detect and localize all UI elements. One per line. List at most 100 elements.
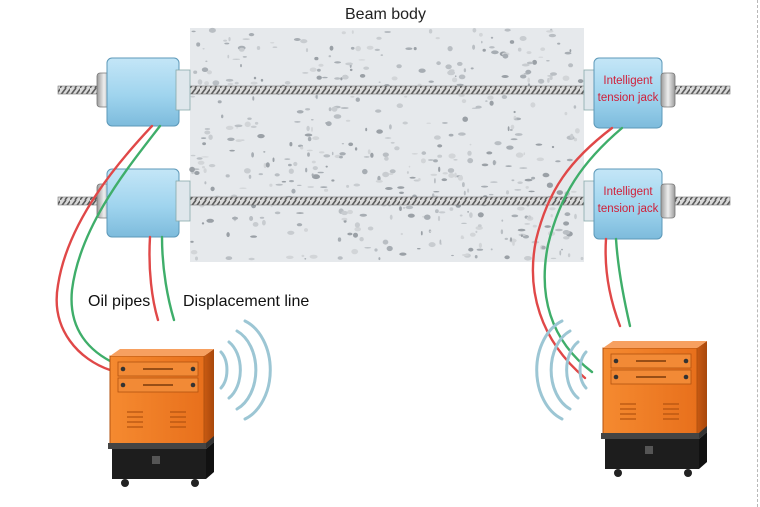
concrete-speckle [454,172,457,178]
concrete-speckle [447,70,455,76]
concrete-speckle [311,173,314,177]
concrete-speckle [365,127,368,132]
concrete-speckle [501,75,509,78]
concrete-speckle [311,126,313,132]
concrete-speckle [339,152,346,156]
concrete-speckle [402,206,406,209]
concrete-speckle [520,74,527,79]
concrete-speckle [510,138,518,141]
concrete-speckle [314,56,319,61]
concrete-speckle [463,190,466,196]
concrete-speckle [234,81,239,85]
concrete-speckle [190,250,198,255]
concrete-speckle [258,173,263,176]
concrete-speckle [304,258,307,260]
concrete-speckle [418,178,421,181]
concrete-speckle [204,128,211,130]
concrete-speckle [217,100,222,104]
concrete-speckle [573,137,578,142]
concrete-speckle [347,209,353,215]
concrete-speckle [504,237,508,240]
concrete-speckle [574,213,577,220]
concrete-speckle [511,179,515,182]
concrete-speckle [531,176,536,180]
concrete-speckle [252,96,255,101]
jack-label-bottom-line2: tension jack [597,203,659,215]
concrete-speckle [424,214,431,220]
concrete-speckle [259,216,265,219]
jack-left-top [96,57,191,127]
concrete-speckle [339,155,343,159]
displacement-line-left-bottom [160,235,176,322]
concrete-speckle [247,117,252,120]
concrete-speckle [460,236,465,240]
concrete-speckle [437,154,443,158]
concrete-speckle [445,64,452,70]
concrete-speckle [406,171,409,174]
concrete-speckle [284,158,291,161]
concrete-speckle [374,48,380,52]
concrete-speckle [494,141,502,146]
concrete-speckle [363,66,370,70]
concrete-speckle [559,250,562,256]
concrete-speckle [225,78,234,82]
wireless-signal-left [219,319,272,421]
concrete-speckle [463,68,467,73]
concrete-speckle [399,206,402,212]
concrete-speckle [337,237,342,242]
concrete-speckle [300,146,304,150]
concrete-speckle [389,169,396,174]
concrete-speckle [329,45,334,51]
concrete-speckle [524,255,532,261]
concrete-speckle [527,77,530,83]
concrete-speckle [501,219,504,222]
displacement-line-left-top [70,124,162,366]
concrete-speckle [524,223,530,225]
concrete-speckle [519,36,527,41]
concrete-speckle [317,171,324,174]
concrete-speckle [201,137,207,140]
concrete-speckle [353,232,358,238]
jack-left-bottom [96,168,191,238]
jack-label-bottom-line1: Intelligent [603,186,653,198]
concrete-speckle [223,39,228,42]
concrete-speckle [550,257,557,260]
concrete-speckle [548,33,557,38]
concrete-speckle [296,212,304,214]
concrete-speckle [575,128,580,134]
concrete-speckle [260,78,264,82]
concrete-speckle [468,247,474,252]
concrete-speckle [307,186,315,188]
concrete-speckle [514,189,522,191]
concrete-speckle [240,64,242,68]
concrete-speckle [254,121,259,125]
wireless-signal-right [535,319,588,421]
concrete-speckle [434,178,436,184]
concrete-speckle [501,95,508,99]
concrete-speckle [204,81,210,86]
concrete-speckle [407,213,415,218]
concrete-speckle [397,186,405,189]
concrete-speckle [317,68,321,72]
concrete-speckle [296,223,303,227]
concrete-speckle [411,153,418,155]
concrete-speckle [252,222,259,227]
concrete-speckle [476,248,484,251]
concrete-speckle [310,119,314,121]
concrete-speckle [341,143,345,145]
oil-pipes-label: Oil pipes [88,293,151,310]
concrete-speckle [307,136,312,142]
concrete-speckle [566,158,573,162]
right-edge-guide [757,0,758,507]
concrete-speckle [197,160,205,165]
concrete-speckle [250,81,258,85]
displacement-line-right-top [543,126,624,374]
concrete-speckle [457,61,463,66]
concrete-speckle [380,54,384,56]
concrete-speckle [272,46,278,48]
concrete-speckle [488,193,494,196]
concrete-speckle [235,139,243,143]
concrete-speckle [525,186,529,189]
concrete-speckle [437,215,441,222]
concrete-speckle [492,160,496,166]
